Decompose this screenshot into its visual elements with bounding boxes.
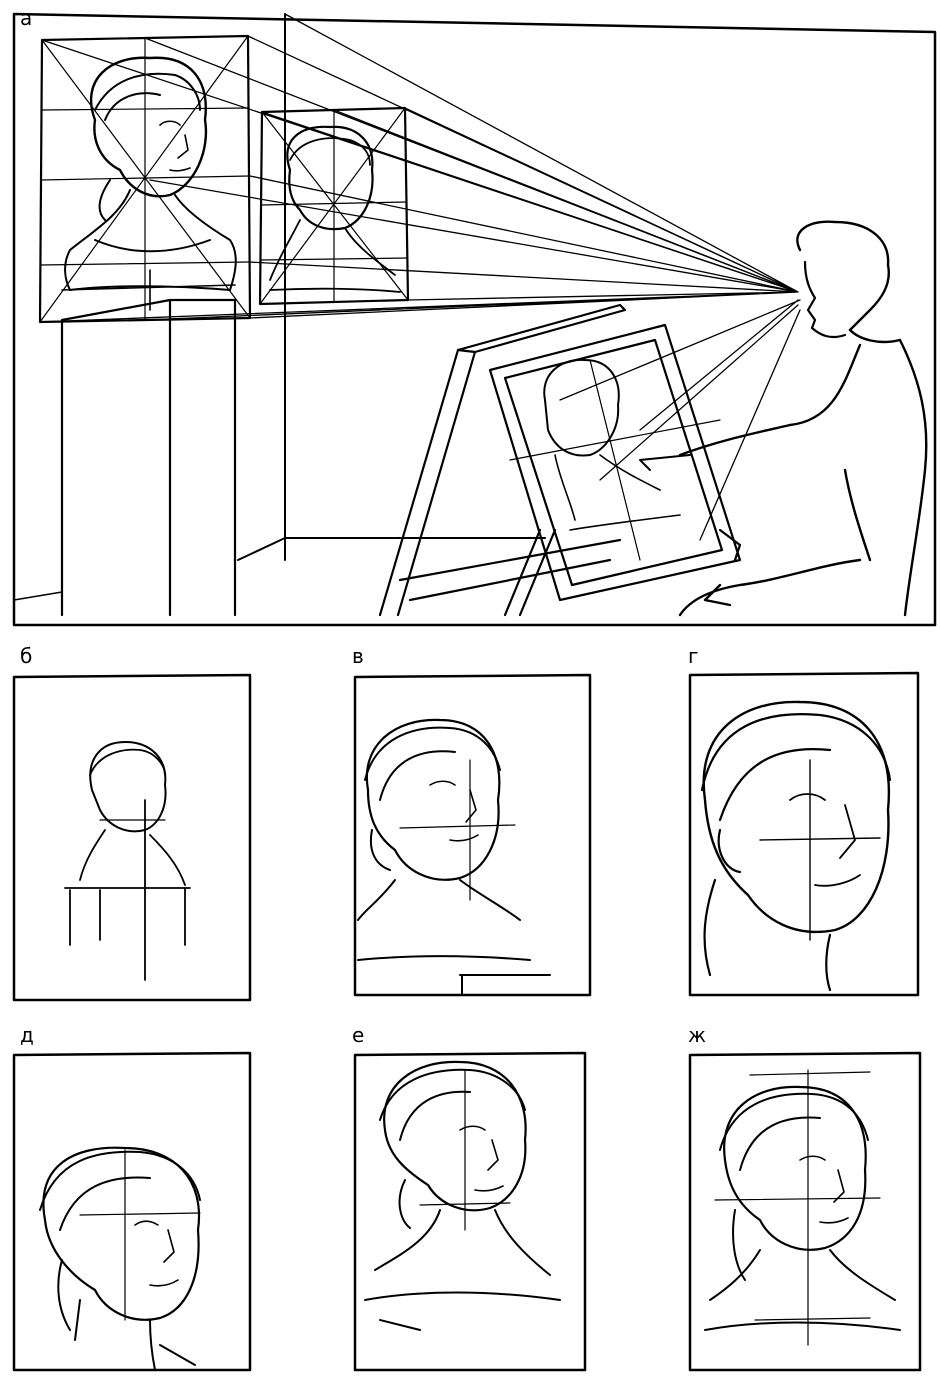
room-floor-line <box>237 537 546 561</box>
panel-a-scene <box>12 12 937 627</box>
label-panel-v: в <box>352 644 364 668</box>
artist-figure <box>639 220 928 617</box>
label-panel-e: е <box>352 1023 365 1047</box>
panel-v-frame <box>353 673 592 997</box>
panel-e <box>353 1051 587 1372</box>
label-panel-d: д <box>20 1023 34 1047</box>
panel-zh <box>688 1051 922 1372</box>
pedestal <box>60 269 237 617</box>
room-floor-left <box>13 591 63 601</box>
easel-drawing <box>509 358 721 561</box>
panel-d-frame <box>12 1051 252 1372</box>
panel-zh-frame <box>688 1051 922 1372</box>
panel-b <box>12 673 252 1002</box>
perspective-rays <box>39 13 801 541</box>
picture-plane-near <box>38 34 252 324</box>
label-panel-b: б <box>20 644 33 668</box>
easel <box>378 303 742 617</box>
label-panel-g: г <box>688 644 699 668</box>
panel-v <box>353 673 592 997</box>
label-panel-zh: ж <box>688 1023 707 1047</box>
panel-e-frame <box>353 1051 587 1372</box>
panel-a-frame <box>12 12 937 627</box>
bust-near <box>64 56 237 291</box>
bust-far <box>269 125 401 293</box>
panel-g-frame <box>688 671 920 997</box>
panel-g <box>688 671 920 997</box>
panel-b-frame <box>12 673 252 1002</box>
panel-d <box>12 1051 252 1372</box>
